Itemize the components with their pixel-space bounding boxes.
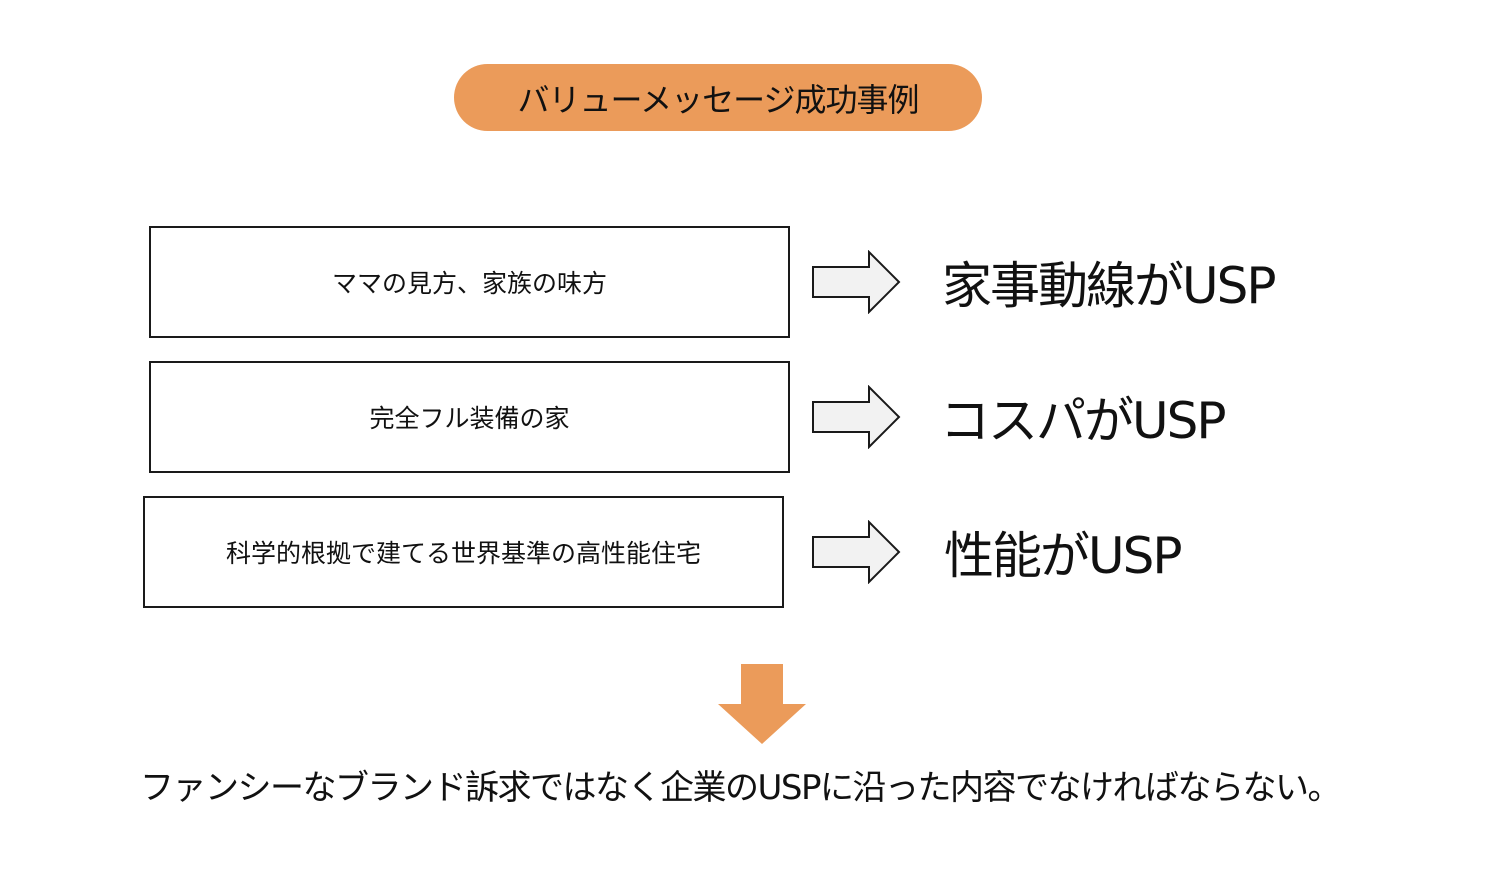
message-text: 科学的根拠で建てる世界基準の高性能住宅 [225,539,701,568]
message-box: 完全フル装備の家 [149,361,790,473]
down-arrow-icon [718,664,806,744]
message-box: 科学的根拠で建てる世界基準の高性能住宅 [143,496,784,608]
usp-label: 家事動線がUSP [942,257,1276,315]
example-row-3: 科学的根拠で建てる世界基準の高性能住宅 性能がUSP [0,496,1496,608]
usp-label: コスパがUSP [940,392,1226,450]
message-box: ママの見方、家族の味方 [149,226,790,338]
right-arrow-icon [812,250,901,314]
right-arrow-icon [812,520,901,584]
example-row-2: 完全フル装備の家 コスパがUSP [0,361,1496,473]
conclusion-text: ファンシーなブランド訴求ではなく企業のUSPに沿った内容でなければならない。 [140,767,1341,808]
message-text: ママの見方、家族の味方 [331,269,607,298]
usp-label: 性能がUSP [944,527,1182,585]
example-row-1: ママの見方、家族の味方 家事動線がUSP [0,226,1496,338]
title-badge: バリューメッセージ成功事例 [454,64,982,131]
message-text: 完全フル装備の家 [369,404,570,433]
right-arrow-icon [812,385,901,449]
page-title: バリューメッセージ成功事例 [517,80,919,119]
